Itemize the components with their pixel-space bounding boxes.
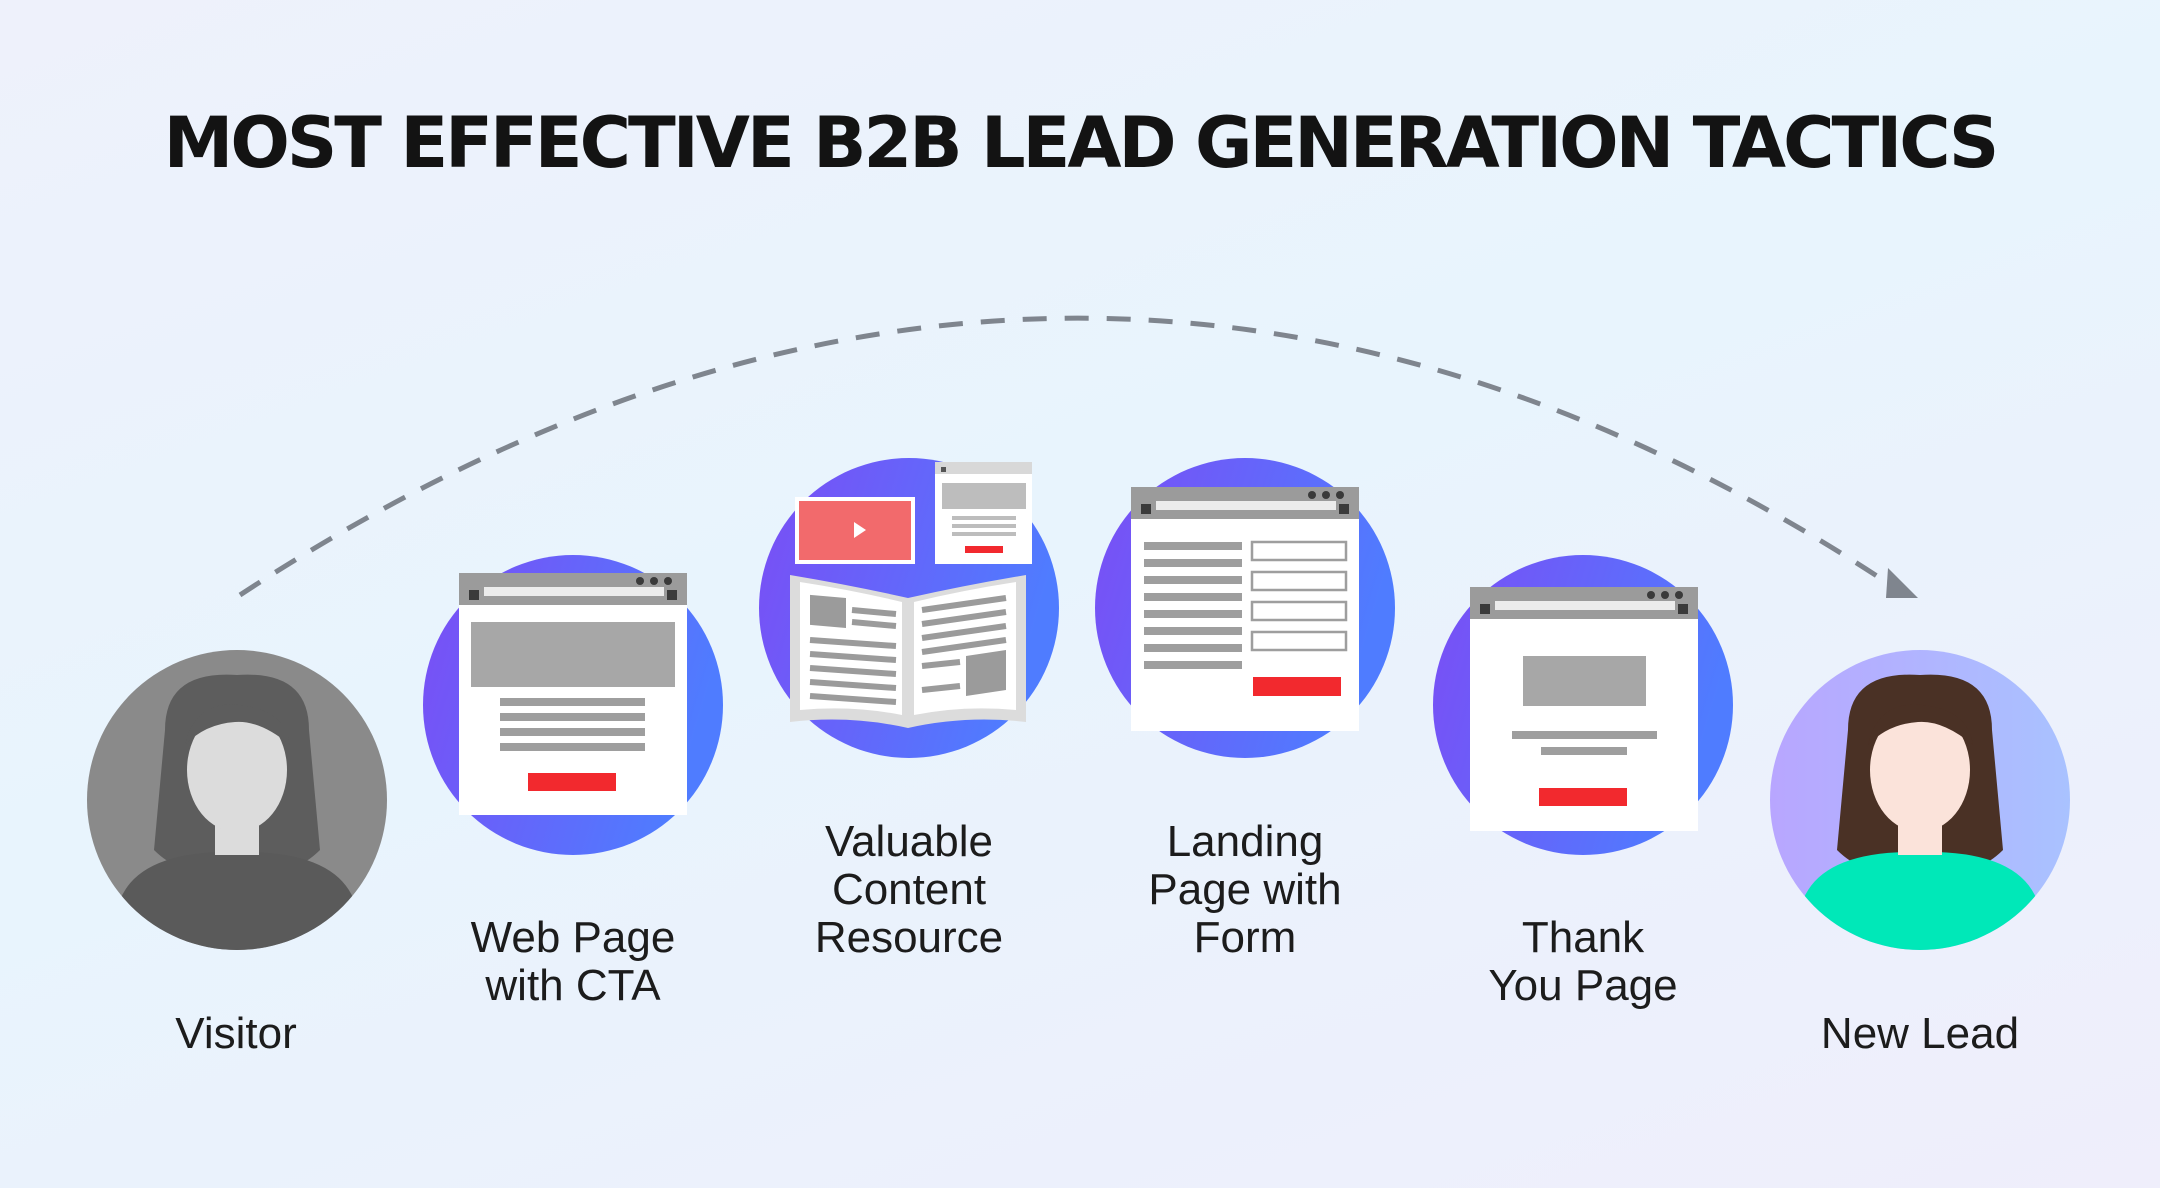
step-label-thank-you-page: Thank You Page: [1488, 913, 1678, 1010]
flow-arrow-dashed-curve: [238, 315, 1882, 598]
step-label-new-lead: New Lead: [1820, 1009, 2020, 1058]
step-label-visitor: Visitor: [175, 1009, 297, 1058]
web-page-cta-icon: [423, 555, 723, 855]
visitor-avatar-icon: [87, 650, 387, 950]
step-label-web-page-cta: Web Page with CTA: [470, 913, 676, 1010]
landing-page-form-icon: [1095, 458, 1395, 758]
new-lead-avatar-icon: [1770, 650, 2070, 950]
flow-arrow-head: [1886, 568, 1918, 598]
thank-you-page-icon: [1433, 555, 1733, 855]
flow-arrow: [238, 315, 1918, 598]
step-label-landing-page-form: Landing Page with Form: [1148, 817, 1342, 962]
content-resource-icon: [759, 458, 1059, 758]
page-title: MOST EFFECTIVE B2B LEAD GENERATION TACTI…: [163, 102, 2000, 184]
step-label-content-resource: Valuable Content Resource: [814, 817, 1004, 962]
